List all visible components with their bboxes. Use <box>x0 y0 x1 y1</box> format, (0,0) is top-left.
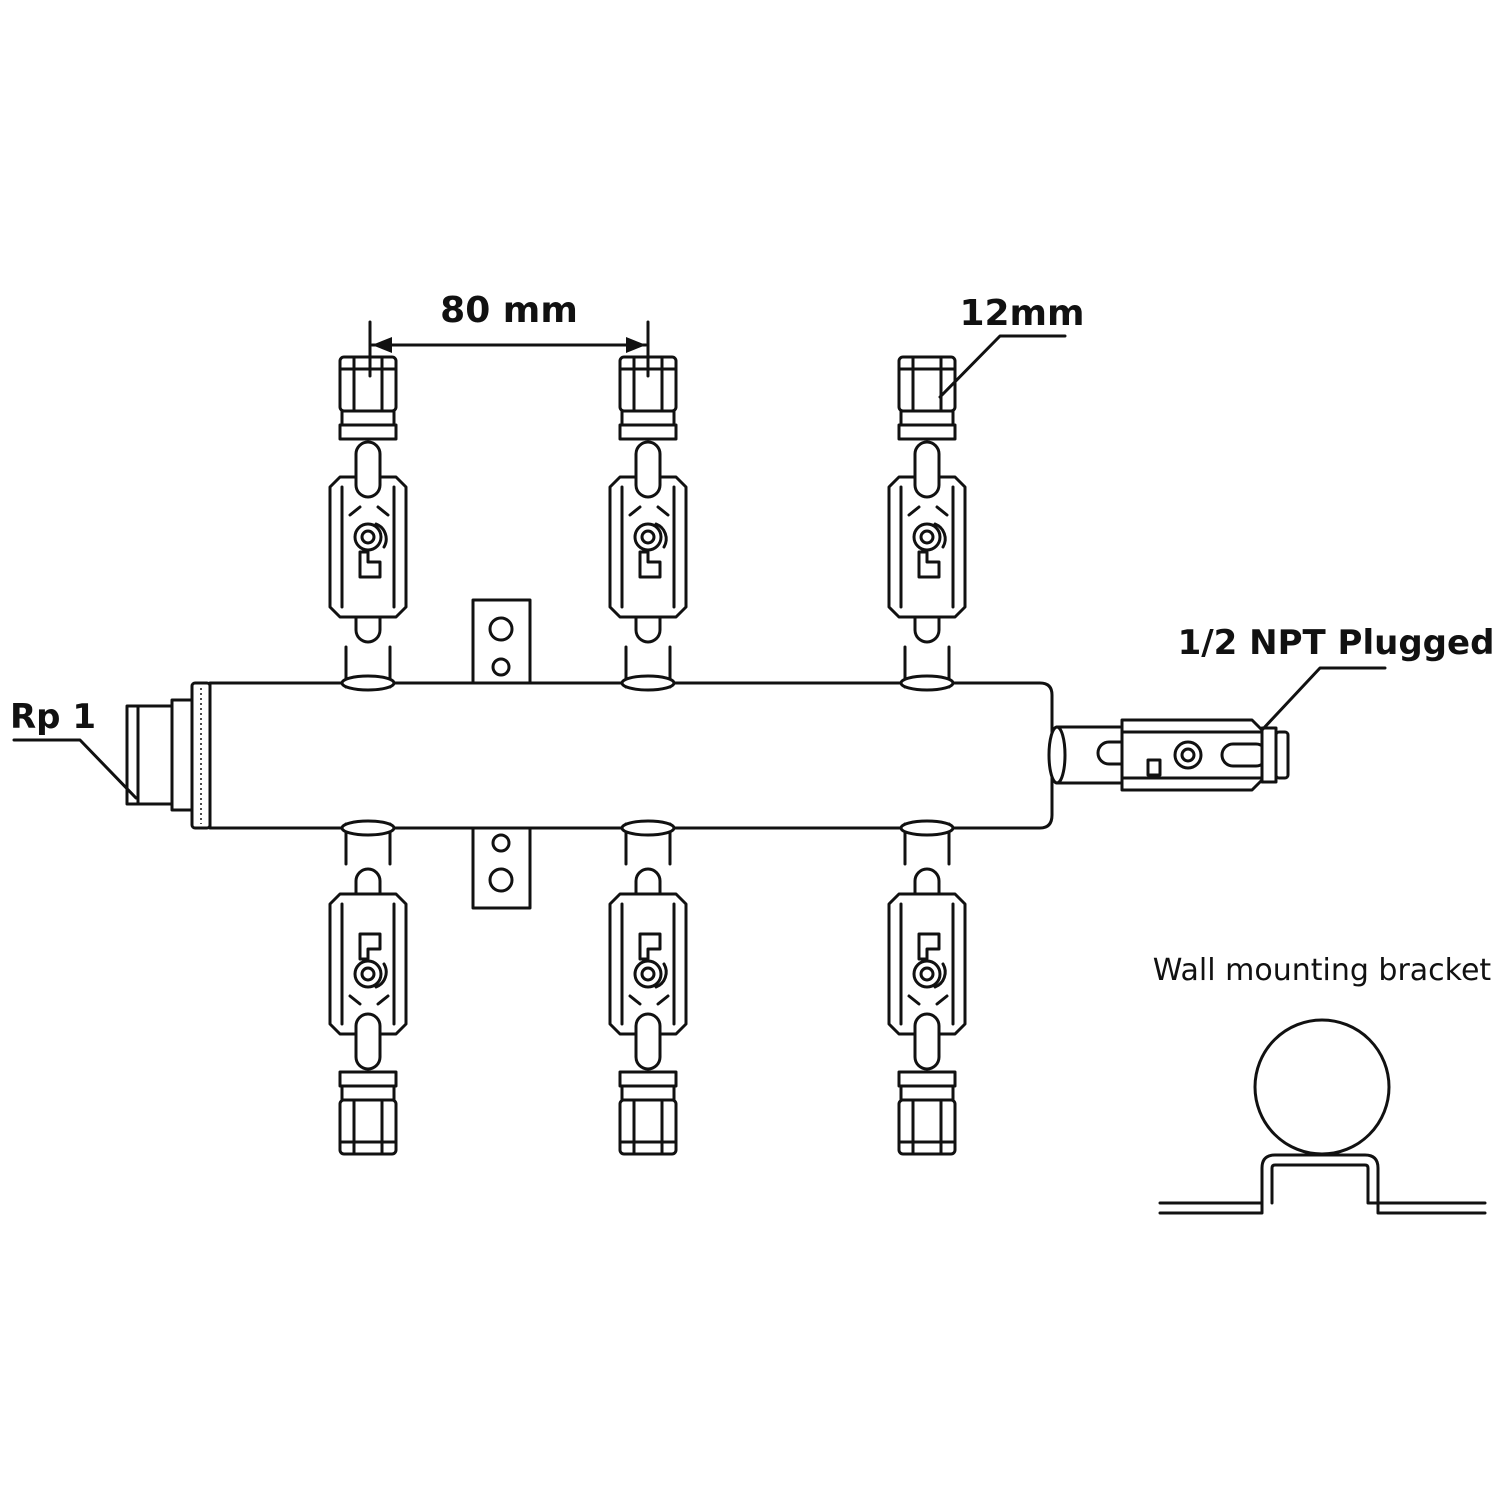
inlet-connection <box>125 681 212 830</box>
spacing-label: 80 mm <box>440 290 578 331</box>
tube-size-callout: 12mm <box>938 293 1085 399</box>
bracket-detail: Wall mounting bracket <box>1153 953 1492 1215</box>
end-port-label: 1/2 NPT Plugged <box>1178 623 1495 663</box>
inlet-label: Rp 1 <box>10 697 96 737</box>
outlet-valve-top-1 <box>328 355 408 692</box>
spacing-dimension: 80 mm <box>368 290 650 378</box>
end-port-valve <box>1047 718 1290 792</box>
mounting-bracket-bottom <box>471 826 532 910</box>
outlet-valve-bottom-3 <box>887 819 967 1156</box>
outlet-valve-bottom-2 <box>608 819 688 1156</box>
mounting-bracket-top <box>471 598 532 685</box>
tube-size-label: 12mm <box>959 293 1084 334</box>
pipe-section-circle <box>1253 1018 1391 1156</box>
end-port-callout: 1/2 NPT Plugged <box>1178 623 1495 732</box>
outlet-valve-bottom-1 <box>328 819 408 1156</box>
inlet-callout: Rp 1 <box>10 697 138 800</box>
bracket-caption: Wall mounting bracket <box>1153 953 1492 988</box>
bracket-profile <box>1158 1153 1487 1215</box>
outlet-valve-top-2 <box>608 355 688 692</box>
outlet-valve-top-3 <box>887 355 967 692</box>
manifold-body <box>208 681 1054 830</box>
